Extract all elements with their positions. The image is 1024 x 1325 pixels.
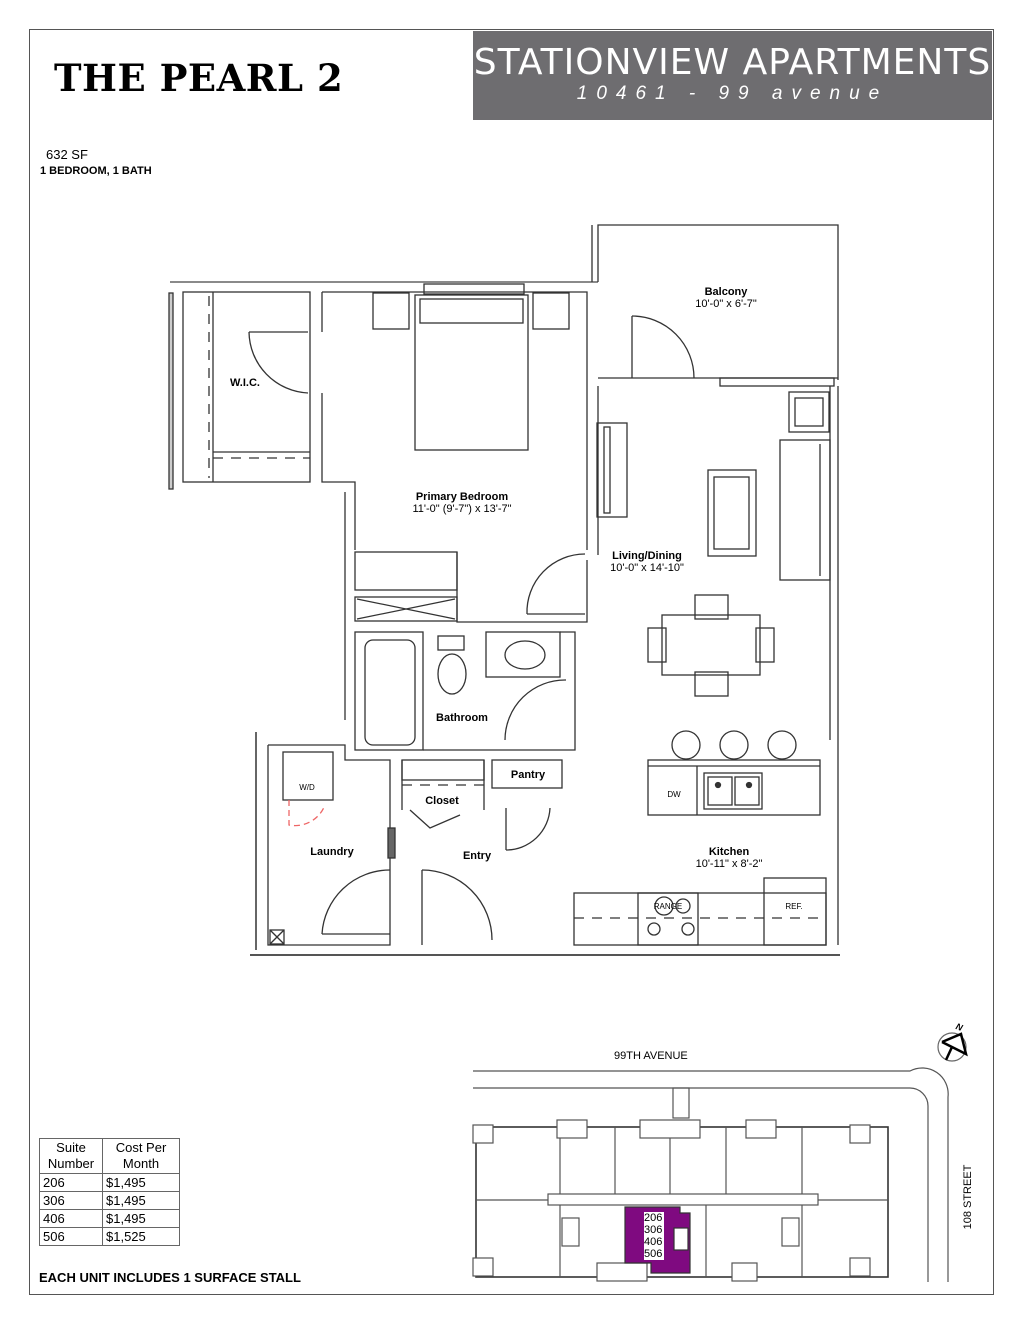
fixture-washer-dryer: W/D xyxy=(299,783,315,792)
brand-address: 10461 - 99 avenue xyxy=(576,83,889,104)
page-frame xyxy=(29,29,994,1295)
room-name: Pantry xyxy=(510,769,546,781)
street-label-99th-avenue: 99TH AVENUE xyxy=(614,1050,688,1062)
floor-plan xyxy=(168,224,840,956)
room-dims: 10'-0" x 6'-7" xyxy=(695,298,757,310)
suite-label: 406 xyxy=(644,1236,663,1248)
room-dims: 11'-0" (9'-7") x 13'-7" xyxy=(412,503,512,515)
fixture-refrigerator: REF. xyxy=(785,902,803,911)
table-row: 506$1,525 xyxy=(39,1227,180,1246)
suite-cost: $1,525 xyxy=(102,1227,180,1246)
header-line: Number xyxy=(47,1156,95,1171)
table-row: 406$1,495 xyxy=(39,1209,180,1228)
room-name: Primary Bedroom xyxy=(415,491,509,503)
parking-note: EACH UNIT INCLUDES 1 SURFACE STALL xyxy=(39,1270,301,1285)
unit-area: 632 SF xyxy=(46,147,88,162)
unit-type: 1 BEDROOM, 1 BATH xyxy=(40,165,152,177)
header-line: Cost Per xyxy=(115,1140,167,1155)
plan-title: THE PEARL 2 xyxy=(54,56,344,100)
suite-cost: $1,495 xyxy=(102,1173,180,1192)
header-line: Suite xyxy=(56,1140,86,1155)
room-label-bathroom: Bathroom xyxy=(436,712,488,724)
fixture-range: RANGE xyxy=(653,902,683,911)
brand-name: STATIONVIEW APARTMENTS xyxy=(473,42,992,83)
site-plan xyxy=(472,1032,968,1282)
room-label-pantry: Pantry xyxy=(511,769,545,781)
room-name: Entry xyxy=(462,850,492,862)
room-name: Kitchen xyxy=(708,846,750,858)
room-name: Balcony xyxy=(704,286,748,298)
room-name: Laundry xyxy=(310,846,354,858)
room-label-laundry: Laundry xyxy=(310,846,353,858)
room-name: Living/Dining xyxy=(612,550,682,562)
table-row: 306$1,495 xyxy=(39,1191,180,1210)
room-label-entry: Entry xyxy=(463,850,491,862)
suite-label: 506 xyxy=(644,1248,663,1260)
room-dims: 10'-0" x 14'-10" xyxy=(610,562,684,574)
header-line: Month xyxy=(122,1156,160,1171)
room-name: Closet xyxy=(425,795,459,807)
brand-banner: STATIONVIEW APARTMENTS 10461 - 99 avenue xyxy=(473,31,992,120)
suite-label: 206 xyxy=(644,1212,663,1224)
room-label-wic: W.I.C. xyxy=(230,377,260,389)
room-dims: 10'-11" x 8'-2" xyxy=(695,858,763,870)
room-name: Bathroom xyxy=(436,712,488,724)
room-name: W.I.C. xyxy=(230,377,260,389)
fixture-dishwasher: DW xyxy=(667,790,681,799)
highlighted-suites: 206 306 406 506 xyxy=(644,1212,664,1260)
suite-label: 306 xyxy=(644,1224,663,1236)
room-label-closet: Closet xyxy=(425,795,459,807)
